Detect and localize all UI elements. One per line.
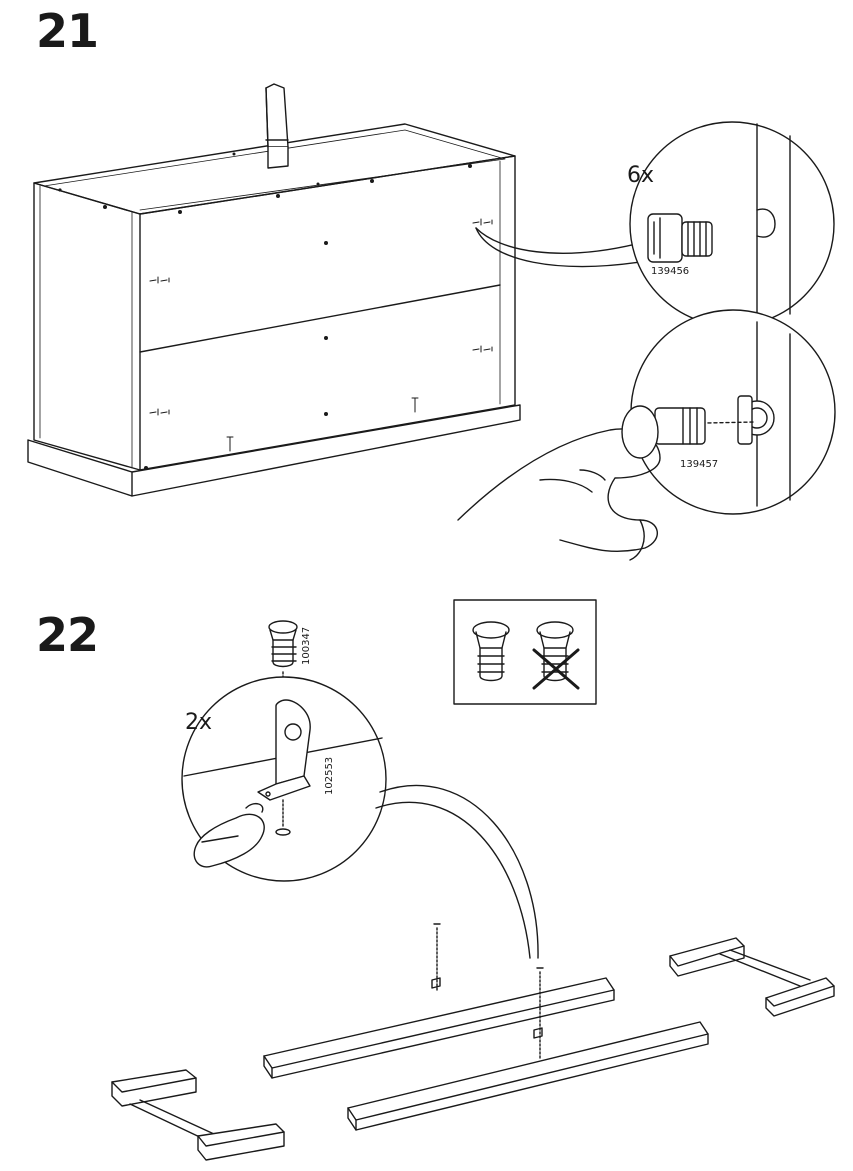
rails [264, 978, 708, 1130]
quantity-6x: 6x [627, 163, 654, 188]
leg-frame-right [670, 938, 834, 1016]
leg-frame-left [112, 1070, 284, 1160]
part-number-139457: 139457 [680, 459, 718, 470]
quantity-2x: 2x [185, 710, 212, 735]
part-number-102553: 102553 [324, 757, 335, 795]
callout-bracket [182, 677, 386, 881]
callout-cam-dowel [630, 122, 834, 326]
part-number-100347: 100347 [301, 627, 312, 665]
hand-pointing-icon [458, 406, 660, 560]
callout-cam-lock [631, 310, 835, 514]
part-number-139456: 139456 [651, 266, 689, 277]
screw-orientation-box [454, 600, 596, 704]
screw-icon [269, 621, 297, 667]
cabinet-drawing [28, 84, 640, 496]
